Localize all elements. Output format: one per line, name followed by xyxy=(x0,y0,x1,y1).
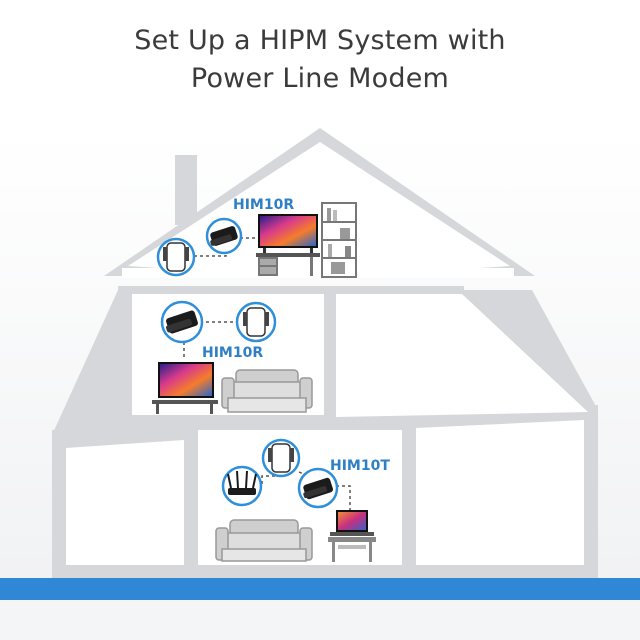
power-line-modem-icon xyxy=(297,467,339,509)
attic-devices: HIM10R xyxy=(156,197,357,278)
ground-link-1 xyxy=(261,475,280,484)
chimney xyxy=(175,155,197,225)
shelf-icon xyxy=(321,202,357,278)
middle-receiver-label: HIM10R xyxy=(202,345,263,361)
router-icon xyxy=(221,465,263,507)
power-adapter-icon xyxy=(235,301,277,343)
ground-transmitter-label: HIM10T xyxy=(330,458,390,474)
ground-room-left xyxy=(66,440,184,565)
ground-link-3 xyxy=(336,485,351,510)
tv-icon xyxy=(152,362,218,414)
power-adapter-icon xyxy=(261,438,301,478)
middle-room-right xyxy=(336,294,588,417)
ground-room-right xyxy=(416,420,584,565)
desk xyxy=(328,537,376,562)
diagram-title: Set Up a HIPM System with Power Line Mod… xyxy=(0,22,640,98)
title-line-1: Set Up a HIPM System with xyxy=(134,25,506,56)
tv-icon xyxy=(258,214,318,253)
ground-bar xyxy=(0,578,640,600)
power-adapter-icon xyxy=(156,237,196,277)
power-line-modem-icon xyxy=(160,300,204,344)
power-line-modem-icon xyxy=(205,217,243,255)
attic-floor-strip xyxy=(122,268,514,278)
sofa-icon xyxy=(215,519,313,562)
foreground xyxy=(0,600,640,640)
attic-receiver-label: HIM10R xyxy=(233,197,294,213)
tv-stand xyxy=(256,253,320,276)
sofa-icon xyxy=(221,369,313,413)
title-line-2: Power Line Modem xyxy=(190,63,450,94)
laptop-icon xyxy=(330,510,374,536)
ground-floor-devices: HIM10T xyxy=(215,438,390,562)
middle-floor-devices: HIM10R xyxy=(152,300,313,414)
